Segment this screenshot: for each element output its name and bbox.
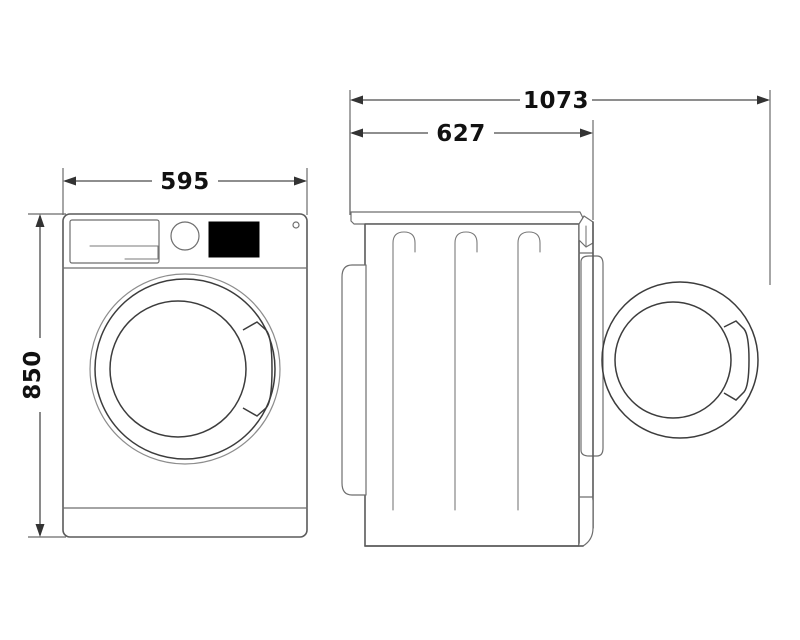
side-view: [341, 211, 604, 547]
door-outer-ring: [89, 273, 281, 465]
dimension-1073: 1073: [349, 88, 771, 285]
open-door-outer-ring: [601, 281, 759, 439]
dimension-label-1073: 1073: [523, 88, 589, 114]
open-door-inner-ring: [614, 301, 732, 419]
arrow-right-1073: [757, 95, 770, 105]
arrow-bottom-850: [35, 524, 45, 537]
arrow-left-1073: [350, 95, 363, 105]
arrow-left-595: [63, 176, 76, 186]
dimension-label-627: 627: [436, 121, 486, 147]
transit-bolt-hook-2: [454, 231, 478, 511]
arrow-left-627: [350, 128, 363, 138]
transit-bolt-hooks: [392, 231, 416, 511]
dimension-595: 595: [62, 168, 308, 215]
program-selector-knob: [170, 221, 200, 251]
dimension-850: 850: [20, 213, 66, 538]
dimension-label-595: 595: [160, 169, 210, 195]
door-bezel-ring: [94, 278, 276, 460]
cabinet-side-outline: [364, 223, 580, 547]
open-door-handle: [723, 320, 750, 401]
dimension-627: 627: [349, 120, 594, 220]
cabinet-outline: [62, 213, 308, 538]
dimension-label-850: 850: [20, 350, 46, 400]
transit-bolt-hook-3: [517, 231, 541, 511]
arrow-top-850: [35, 214, 45, 227]
rear-panel-strip: [341, 264, 367, 496]
display-screen: [208, 221, 260, 258]
detergent-drawer-handle: [89, 245, 159, 260]
base-foot: [578, 496, 594, 547]
door-frame-strip: [580, 255, 604, 457]
indicator-light: [292, 221, 300, 229]
front-view: [62, 213, 308, 538]
door-handle: [242, 321, 273, 417]
door-glass: [109, 300, 247, 438]
detergent-drawer: [69, 219, 160, 264]
arrow-right-627: [580, 128, 593, 138]
open-door-view: [601, 281, 759, 439]
top-lid: [350, 211, 584, 225]
arrow-right-595: [294, 176, 307, 186]
